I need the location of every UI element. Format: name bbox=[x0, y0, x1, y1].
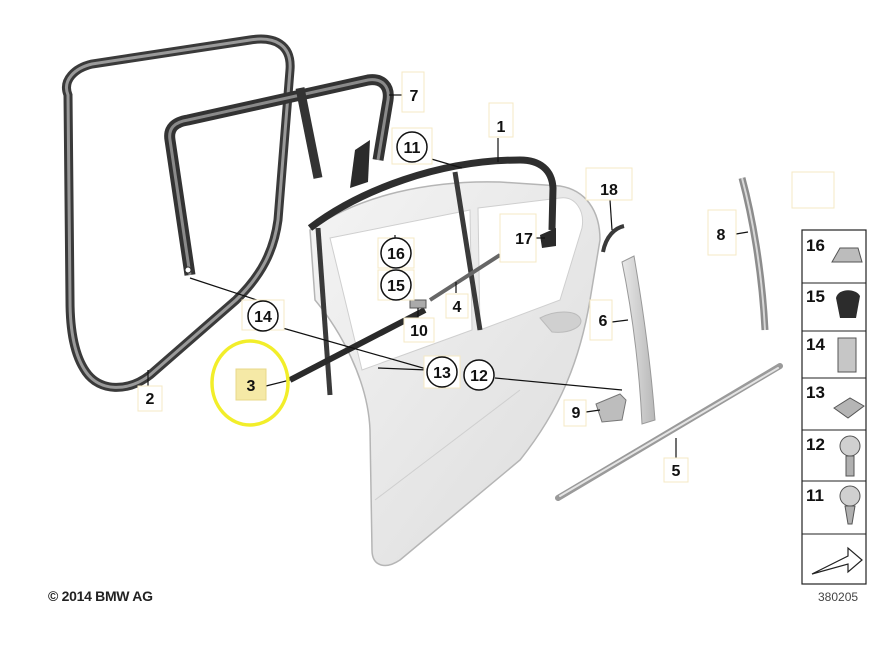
outer-belt-seal-part-3 bbox=[288, 307, 427, 383]
screw-head-icon bbox=[839, 435, 861, 457]
panel-row-16: 16 bbox=[806, 236, 863, 263]
callout-1-text: 1 bbox=[497, 119, 506, 136]
callout-15: 15 bbox=[377, 269, 415, 301]
callout-2: 2 bbox=[137, 385, 163, 412]
callout-8-text: 8 bbox=[717, 227, 726, 244]
callout-13-text: 13 bbox=[433, 365, 451, 382]
leader-lines bbox=[147, 94, 749, 458]
callout-10-text: 10 bbox=[410, 323, 428, 340]
door-seal-part-2 bbox=[62, 34, 295, 392]
panel-number-12: 12 bbox=[806, 435, 825, 454]
callout-12: 12 bbox=[463, 359, 495, 391]
plug-icon bbox=[836, 290, 860, 318]
callout-9: 9 bbox=[563, 399, 587, 427]
window-channel-part-7 bbox=[164, 74, 394, 276]
panel-arrow-icon bbox=[811, 546, 863, 575]
callout-3-text: 3 bbox=[247, 378, 256, 395]
callout-18: 18 bbox=[585, 167, 633, 201]
panel-number-16: 16 bbox=[806, 236, 825, 255]
callout-7-text: 7 bbox=[410, 88, 419, 105]
nut-clip-icon bbox=[837, 337, 857, 373]
drawing-number: 380205 bbox=[818, 590, 859, 604]
callout-2-text: 2 bbox=[146, 391, 155, 408]
panel-number-13: 13 bbox=[806, 383, 825, 402]
trim-piece-part-17 bbox=[540, 228, 556, 248]
panel-row-11: 11 bbox=[806, 485, 861, 525]
screw-icon bbox=[839, 485, 861, 507]
callout-8: 8 bbox=[707, 209, 737, 256]
callout-1: 1 bbox=[488, 102, 514, 138]
panel-row-14: 14 bbox=[806, 335, 857, 373]
pillar-trim-part-6 bbox=[621, 255, 656, 425]
clip-icon bbox=[831, 247, 863, 263]
callout-7: 7 bbox=[401, 71, 425, 113]
panel-number-11: 11 bbox=[806, 486, 824, 505]
speed-nut-icon bbox=[833, 397, 865, 419]
callout-14: 14 bbox=[241, 299, 285, 332]
callout-11-text: 11 bbox=[404, 140, 421, 157]
callout-6: 6 bbox=[589, 299, 613, 341]
bracket-part-9 bbox=[595, 393, 627, 423]
callout-5: 5 bbox=[663, 457, 689, 483]
copyright-notice: © 2014 BMW AG bbox=[48, 588, 153, 604]
callout-4: 4 bbox=[445, 293, 469, 319]
belt-strip-part-4 bbox=[428, 253, 502, 302]
callout-5-text: 5 bbox=[672, 463, 681, 480]
panel-row-12: 12 bbox=[806, 435, 861, 477]
callout-labels: 1 2 3 4 5 6 7 8 bbox=[137, 71, 737, 483]
callout-3[interactable]: 3 bbox=[235, 368, 267, 401]
callout-17-text: 17 bbox=[515, 231, 533, 248]
panel-number-15: 15 bbox=[806, 287, 825, 306]
callout-11: 11 bbox=[391, 127, 433, 165]
clip-part-10 bbox=[409, 299, 427, 309]
callout-17: 17 bbox=[499, 213, 537, 263]
trim-strip-part-8 bbox=[738, 177, 769, 331]
circled-callouts: 11 12 13 14 15 16 bbox=[241, 127, 495, 391]
callout-16: 16 bbox=[377, 237, 415, 269]
callout-10: 10 bbox=[403, 317, 435, 343]
callout-4-text: 4 bbox=[453, 299, 462, 316]
highlight-ring bbox=[210, 339, 290, 427]
callout-9-text: 9 bbox=[572, 405, 581, 422]
callout-12-text: 12 bbox=[470, 368, 488, 385]
fastener-panel: 16 15 14 13 12 11 bbox=[801, 229, 867, 585]
callout-13: 13 bbox=[423, 355, 461, 389]
callout-15-text: 15 bbox=[387, 278, 405, 295]
callout-16-text: 16 bbox=[387, 246, 405, 263]
empty-label-box bbox=[791, 171, 835, 209]
seal-strip-part-18 bbox=[601, 224, 625, 253]
panel-number-14: 14 bbox=[806, 335, 825, 354]
panel-row-13: 13 bbox=[806, 383, 865, 419]
door-frame-seal-part-1 bbox=[307, 156, 557, 396]
callout-18-text: 18 bbox=[600, 182, 618, 199]
panel-row-15: 15 bbox=[806, 287, 860, 318]
callout-14-text: 14 bbox=[254, 309, 272, 326]
callout-6-text: 6 bbox=[599, 313, 608, 330]
